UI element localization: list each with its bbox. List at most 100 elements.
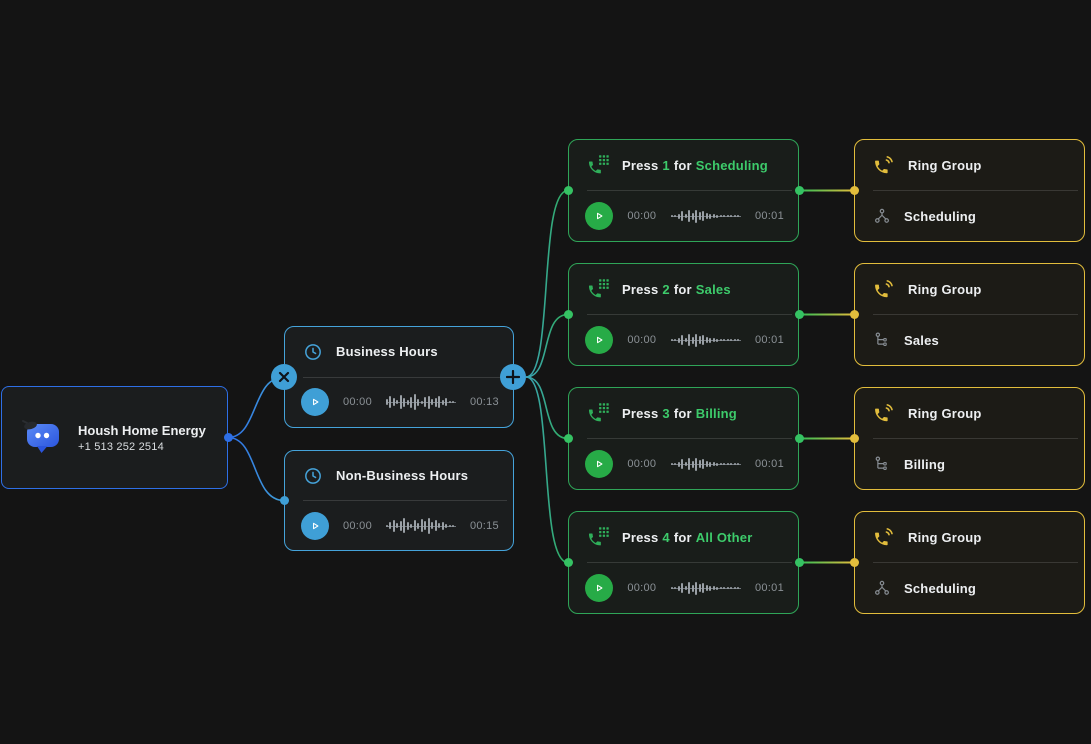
- audio-player: 00:00 00:01: [569, 439, 798, 489]
- waveform[interactable]: [385, 389, 456, 415]
- ring-group-title: Ring Group: [908, 529, 982, 545]
- ring-group-node-1[interactable]: Ring Group Scheduling: [854, 139, 1085, 242]
- menu-option-header: Press 4 for All Other: [569, 512, 798, 562]
- ring-phone-icon: [875, 156, 893, 174]
- waveform[interactable]: [670, 575, 741, 601]
- audio-player: 00:00 00:01: [569, 315, 798, 365]
- menu-option-header: Press 2 for Sales: [569, 264, 798, 314]
- ring-phone-icon: [875, 280, 893, 298]
- duration: 00:01: [754, 210, 784, 222]
- play-icon: [597, 460, 603, 468]
- menu-option-node-4[interactable]: Press 4 for All Other 00:00 00:01: [568, 511, 799, 614]
- connection-port[interactable]: [849, 186, 859, 195]
- phone-number-title: Housh Home Energy: [78, 422, 206, 438]
- connection-port[interactable]: [849, 434, 859, 443]
- close-icon: [278, 371, 290, 383]
- connection-port[interactable]: [794, 558, 804, 567]
- waveform[interactable]: [670, 451, 741, 477]
- edge-hours-to-press-3: [525, 376, 569, 440]
- ring-group-node-3[interactable]: Ring Group Billing: [854, 387, 1085, 490]
- play-button[interactable]: [585, 202, 613, 230]
- for-label: for: [673, 529, 692, 545]
- tree-branch-icon: [875, 332, 887, 346]
- elapsed-time: 00:00: [342, 519, 372, 532]
- ring-group-target-row: Billing: [855, 439, 1084, 489]
- ring-group-header: Ring Group: [855, 264, 1084, 314]
- ring-group-node-2[interactable]: Ring Group Sales: [854, 263, 1085, 366]
- audio-player: 00:00 00:01: [569, 563, 798, 613]
- play-button[interactable]: [301, 511, 329, 540]
- play-icon: [597, 584, 603, 592]
- remove-node-button[interactable]: [271, 364, 297, 390]
- press-label: Press: [622, 281, 659, 297]
- menu-option-title: Press 1 for Scheduling: [622, 158, 768, 173]
- play-button[interactable]: [585, 574, 613, 602]
- non-business-hours-node[interactable]: Non-Business Hours 00:00 00:15: [284, 450, 514, 551]
- add-node-button[interactable]: [500, 364, 526, 390]
- play-icon: [313, 522, 319, 529]
- play-button[interactable]: [301, 388, 329, 417]
- menu-option-node-3[interactable]: Press 3 for Billing 00:00 00:01: [568, 387, 799, 490]
- ring-phone-icon: [875, 528, 893, 546]
- ring-group-node-4[interactable]: Ring Group Scheduling: [854, 511, 1085, 614]
- divider: [873, 438, 1078, 439]
- elapsed-time: 00:00: [342, 396, 372, 409]
- edge-hours-to-press-2: [525, 313, 569, 378]
- connection-port[interactable]: [223, 433, 233, 442]
- connection-port[interactable]: [563, 186, 573, 195]
- target-label: Sales: [695, 281, 731, 297]
- waveform[interactable]: [385, 513, 456, 539]
- ring-group-header: Ring Group: [855, 140, 1084, 190]
- connection-port[interactable]: [563, 434, 573, 443]
- menu-option-title: Press 4 for All Other: [622, 530, 753, 545]
- divider: [587, 562, 792, 563]
- play-button[interactable]: [585, 326, 613, 354]
- elapsed-time: 00:00: [627, 458, 657, 470]
- business-hours-node[interactable]: Business Hours 00:00 00:13: [284, 326, 514, 428]
- digit-label: 1: [662, 157, 670, 173]
- connection-port[interactable]: [849, 310, 859, 319]
- connection-port[interactable]: [849, 558, 859, 567]
- divider: [873, 562, 1078, 563]
- play-icon: [313, 399, 319, 406]
- connection-port[interactable]: [279, 496, 289, 505]
- connection-port[interactable]: [794, 186, 804, 195]
- ring-group-target: Sales: [904, 332, 939, 348]
- divider: [587, 314, 792, 315]
- menu-option-title: Press 2 for Sales: [622, 282, 731, 297]
- business-hours-header: Business Hours: [285, 327, 513, 377]
- edge-hours-to-press-4: [525, 376, 569, 564]
- share-nodes-icon: [875, 580, 889, 595]
- waveform[interactable]: [670, 327, 741, 353]
- for-label: for: [673, 405, 692, 421]
- clock-icon: [305, 343, 321, 360]
- tree-branch-icon: [875, 456, 887, 470]
- for-label: for: [673, 281, 692, 297]
- menu-option-node-2[interactable]: Press 2 for Sales 00:00 00:01: [568, 263, 799, 366]
- node-title: Non-Business Hours: [336, 468, 469, 483]
- digit-label: 3: [662, 405, 670, 421]
- phone-number-node[interactable]: Housh Home Energy +1 513 252 2514: [1, 386, 228, 489]
- press-label: Press: [622, 157, 659, 173]
- ring-group-target: Scheduling: [904, 580, 977, 596]
- ring-group-target: Billing: [904, 456, 946, 472]
- target-label: Scheduling: [695, 157, 768, 173]
- duration: 00:01: [754, 582, 784, 594]
- divider: [303, 376, 507, 378]
- phone-node-text: Housh Home Energy +1 513 252 2514: [78, 423, 206, 453]
- waveform[interactable]: [670, 203, 741, 229]
- divider: [873, 314, 1078, 315]
- play-button[interactable]: [585, 450, 613, 478]
- menu-option-node-1[interactable]: Press 1 for Scheduling 00:00 00:01: [568, 139, 799, 242]
- connection-port[interactable]: [794, 310, 804, 319]
- play-icon: [597, 336, 603, 344]
- connection-port[interactable]: [563, 310, 573, 319]
- play-icon: [597, 212, 603, 220]
- connection-port[interactable]: [563, 558, 573, 567]
- connection-port[interactable]: [794, 434, 804, 443]
- ring-group-title: Ring Group: [908, 405, 982, 421]
- non-business-hours-header: Non-Business Hours: [285, 451, 513, 500]
- for-label: for: [673, 157, 692, 173]
- elapsed-time: 00:00: [627, 210, 657, 222]
